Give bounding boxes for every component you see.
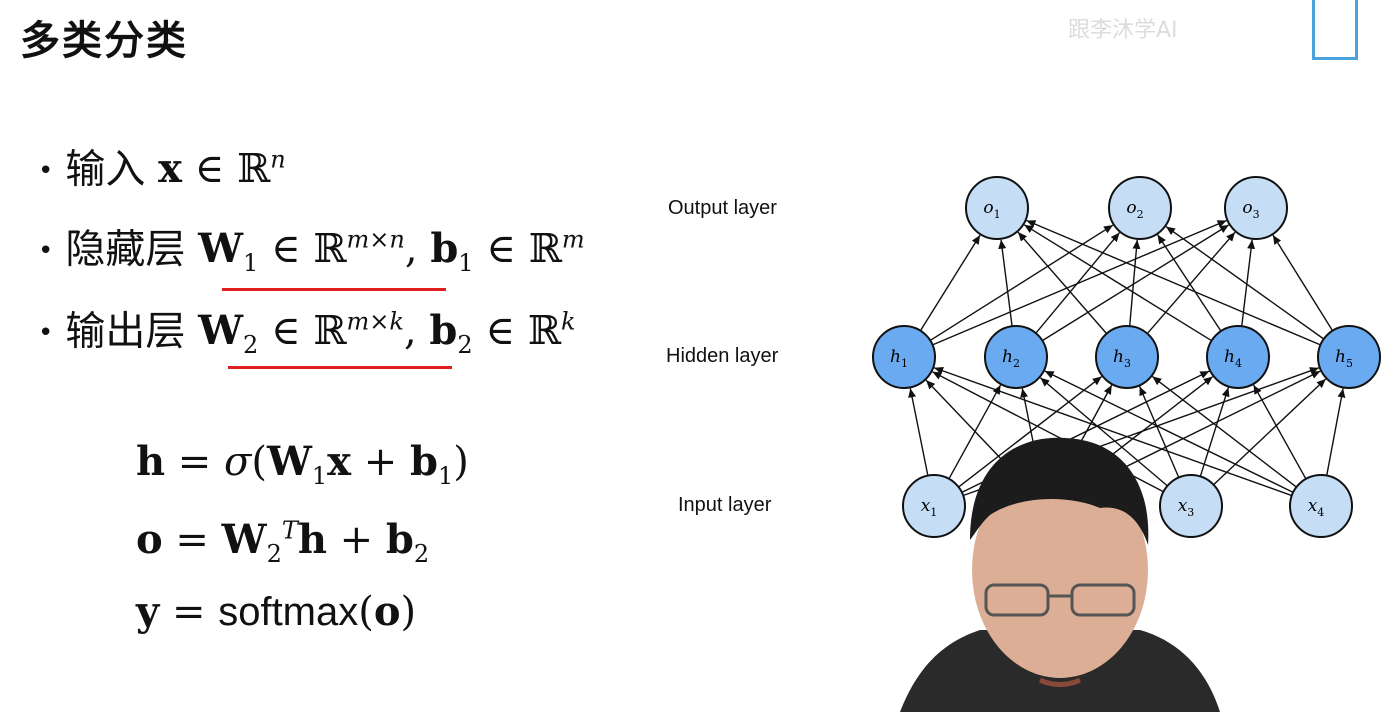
edge xyxy=(1017,231,1108,335)
node-o2: o2 xyxy=(1108,176,1172,240)
edge xyxy=(1156,234,1222,332)
bullet-output: •输出层 W2 ∈ ℝm×k, b2 ∈ ℝk xyxy=(38,307,576,360)
node-o1: o1 xyxy=(965,176,1029,240)
bullet-input: •输入 x ∈ ℝn xyxy=(38,145,286,193)
edge xyxy=(1039,377,1168,487)
edge xyxy=(919,234,981,332)
bullet-math: W2 ∈ ℝm×k, b2 ∈ ℝk xyxy=(198,307,576,360)
edge xyxy=(998,239,1013,327)
node-h5: h5 xyxy=(1317,325,1381,389)
node-o3: o3 xyxy=(1224,176,1288,240)
bullet-math: x ∈ ℝn xyxy=(158,145,286,193)
node-h4: h4 xyxy=(1206,325,1270,389)
bullet-label: 隐藏层 xyxy=(65,226,186,273)
page-title: 多类分类 xyxy=(20,18,188,64)
edge xyxy=(1151,375,1297,488)
edge xyxy=(929,224,1114,342)
bullet-label: 输出层 xyxy=(65,308,186,355)
watermark: 跟李沐学AI xyxy=(1068,18,1178,43)
edge xyxy=(1272,234,1334,332)
edge xyxy=(1023,224,1213,342)
underline-w2 xyxy=(228,366,452,369)
node-circle xyxy=(1289,474,1353,538)
edge xyxy=(1044,370,1294,494)
node-circle xyxy=(1317,325,1381,389)
bullet-math: W1 ∈ ℝm×n, b1 ∈ ℝm xyxy=(198,225,585,278)
edge xyxy=(1146,231,1236,335)
edge xyxy=(932,219,1227,346)
node-circle xyxy=(1095,325,1159,389)
channel-logo xyxy=(1312,0,1358,60)
hidden-layer-label: Hidden layer xyxy=(666,345,779,367)
input-layer-label: Input layer xyxy=(678,494,772,516)
node-h3: h3 xyxy=(1095,325,1159,389)
edge xyxy=(1026,219,1321,346)
node-circle xyxy=(1108,176,1172,240)
edge xyxy=(1213,378,1327,486)
edge xyxy=(1035,232,1121,334)
node-h1: h1 xyxy=(872,325,936,389)
edge xyxy=(933,367,1293,497)
node-circle xyxy=(984,325,1048,389)
node-circle xyxy=(1159,474,1223,538)
edge xyxy=(1138,386,1180,478)
edge xyxy=(908,388,929,476)
node-circle xyxy=(1206,325,1270,389)
output-layer-label: Output layer xyxy=(668,197,777,219)
edge xyxy=(1199,387,1230,477)
bullet-hidden: •隐藏层 W1 ∈ ℝm×n, b1 ∈ ℝm xyxy=(38,225,585,278)
node-circle xyxy=(872,325,936,389)
edge xyxy=(1165,226,1325,340)
equation-y: y = softmax(o) xyxy=(136,588,417,635)
equation-h: h = σ(W1x + b1) xyxy=(136,438,469,490)
edge xyxy=(1252,384,1307,480)
node-x3: x3 xyxy=(1159,474,1223,538)
node-circle xyxy=(965,176,1029,240)
node-circle xyxy=(902,474,966,538)
edge xyxy=(1326,388,1346,476)
underline-w1 xyxy=(222,288,446,291)
equation-o: o = W2Th + b2 xyxy=(136,516,430,568)
node-x1: x1 xyxy=(902,474,966,538)
node-x4: x4 xyxy=(1289,474,1353,538)
edge xyxy=(1041,224,1230,342)
node-circle xyxy=(1224,176,1288,240)
bullet-label: 输入 xyxy=(65,146,146,193)
node-h2: h2 xyxy=(984,325,1048,389)
presenter-webcam xyxy=(900,437,1220,712)
edge xyxy=(1128,239,1141,327)
edge xyxy=(958,376,1103,488)
